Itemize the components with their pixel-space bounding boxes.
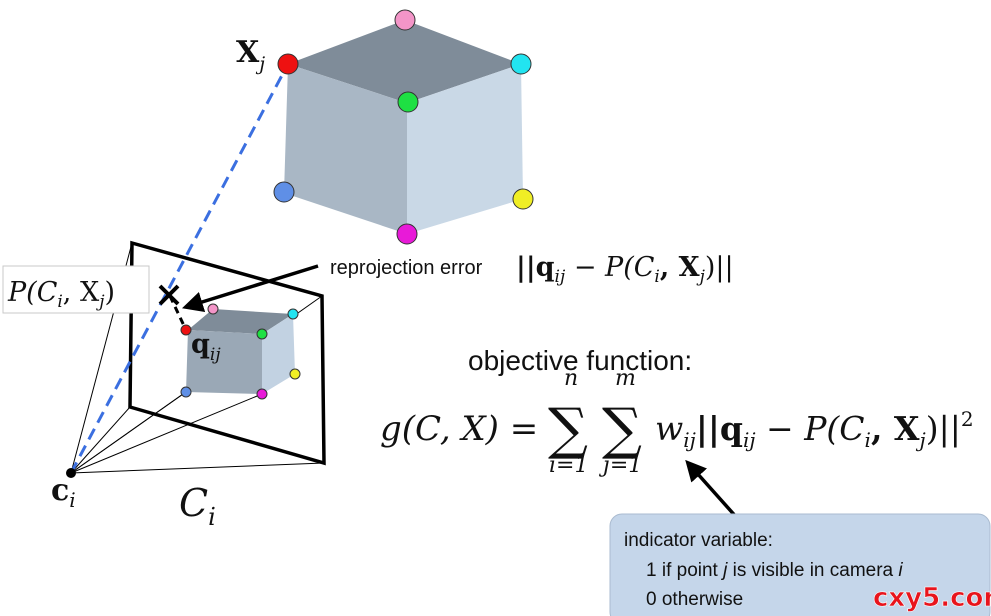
projected-point-red: [180, 324, 192, 336]
sum-j-lower: j=1: [598, 453, 642, 478]
projected-point-blue: [180, 386, 192, 398]
cube-side-face: [407, 64, 523, 234]
site-watermark: cxy5.com: [873, 583, 991, 614]
reprojection-formula: ||qij − P(Ci, Xj)||: [516, 252, 734, 287]
objective-rhs: wij||qij − P(Ci, Xj)||2: [655, 407, 974, 452]
indicator-line-1: 1 if point j is visible in camera i: [646, 560, 903, 581]
vertex-point-green: [397, 91, 419, 113]
projected-point-pink: [207, 303, 219, 315]
projected-point-yellow: [289, 368, 301, 380]
projected-point-magenta: [256, 388, 268, 400]
sum-i-lower: i=1: [549, 453, 588, 478]
label-point-x: Xj: [236, 35, 265, 75]
projected-vertex-points: [180, 303, 301, 400]
sum-j-upper: m: [615, 366, 636, 391]
vertex-point-magenta: [396, 223, 418, 245]
projected-point-green: [256, 328, 268, 340]
label-camera-center: ci: [51, 473, 76, 512]
svg-text:cxy5.com: cxy5.com: [873, 583, 991, 613]
vertex-point-pink: [394, 9, 416, 31]
label-projection: P(Ci, Xj): [7, 277, 115, 312]
small-cube-front: [186, 330, 262, 394]
objective-lhs: g(C, X) =: [380, 409, 538, 449]
projection-cross-mark: [158, 284, 180, 306]
vertex-point-blue: [273, 181, 295, 203]
sum-i-upper: n: [564, 366, 578, 391]
error-dash: [168, 295, 188, 331]
cube-front-face: [284, 64, 407, 234]
indicator-title: indicator variable:: [624, 530, 773, 551]
indicator-box: [609, 513, 991, 616]
cube-top-face: [288, 20, 521, 103]
cube-vertex-points: [273, 9, 534, 245]
vertex-point-red: [277, 53, 299, 75]
indicator-arrow: [685, 459, 740, 521]
world-cube: [284, 20, 523, 234]
camera-center-point: [66, 468, 76, 478]
sum-symbol-j: ∑: [602, 397, 642, 462]
projected-point-cyan: [287, 308, 299, 320]
small-cube-top: [188, 309, 293, 334]
projection-ray: [69, 63, 290, 474]
vertex-point-cyan: [510, 53, 532, 75]
sum-symbol-i: ∑: [548, 397, 588, 462]
label-observed-q: qij: [191, 329, 221, 365]
vertex-point-yellow: [512, 188, 534, 210]
projection-label-box: [2, 265, 150, 314]
label-camera-name: Ci: [179, 481, 216, 531]
small-cube-side: [262, 314, 295, 394]
reprojection-arrow: [181, 264, 319, 313]
objective-title: objective function:: [468, 345, 692, 376]
projected-cube: [186, 309, 295, 394]
indicator-line-2: 0 otherwise: [646, 589, 743, 610]
reprojection-caption: reprojection error: [330, 257, 483, 279]
